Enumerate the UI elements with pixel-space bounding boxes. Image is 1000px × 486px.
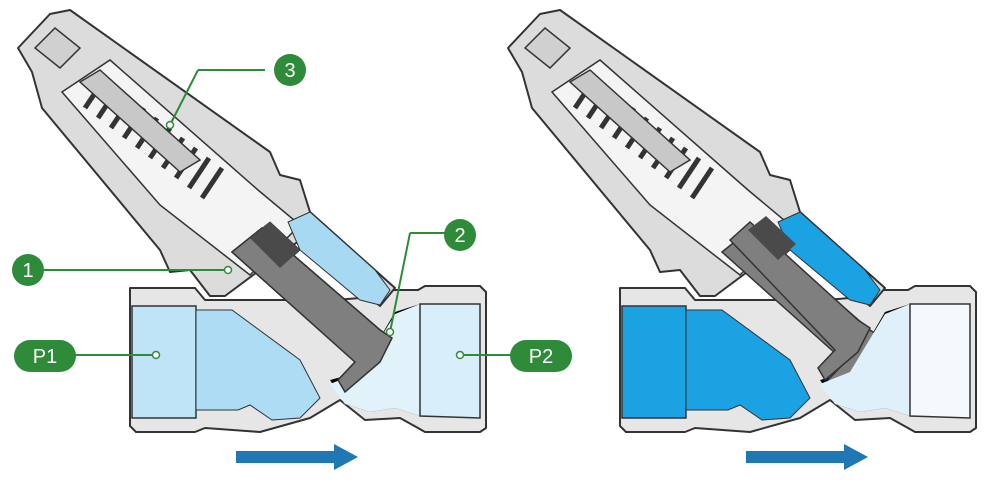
callout-3: 3 — [274, 54, 306, 86]
flow-arrow-left — [236, 444, 358, 470]
svg-text:1: 1 — [22, 260, 33, 282]
water-right — [621, 211, 971, 421]
callout-p1: P1 — [14, 340, 76, 372]
svg-text:2: 2 — [454, 225, 465, 247]
water-left — [131, 211, 481, 421]
callout-dots — [151, 120, 465, 360]
callout-1: 1 — [12, 254, 44, 286]
flow-arrow-right — [746, 444, 868, 470]
svg-text:P2: P2 — [529, 346, 553, 368]
callout-p2: P2 — [510, 340, 572, 372]
callout-2: 2 — [444, 219, 476, 251]
svg-text:P1: P1 — [33, 346, 57, 368]
callout-lines — [40, 69, 515, 356]
svg-text:3: 3 — [284, 60, 295, 82]
